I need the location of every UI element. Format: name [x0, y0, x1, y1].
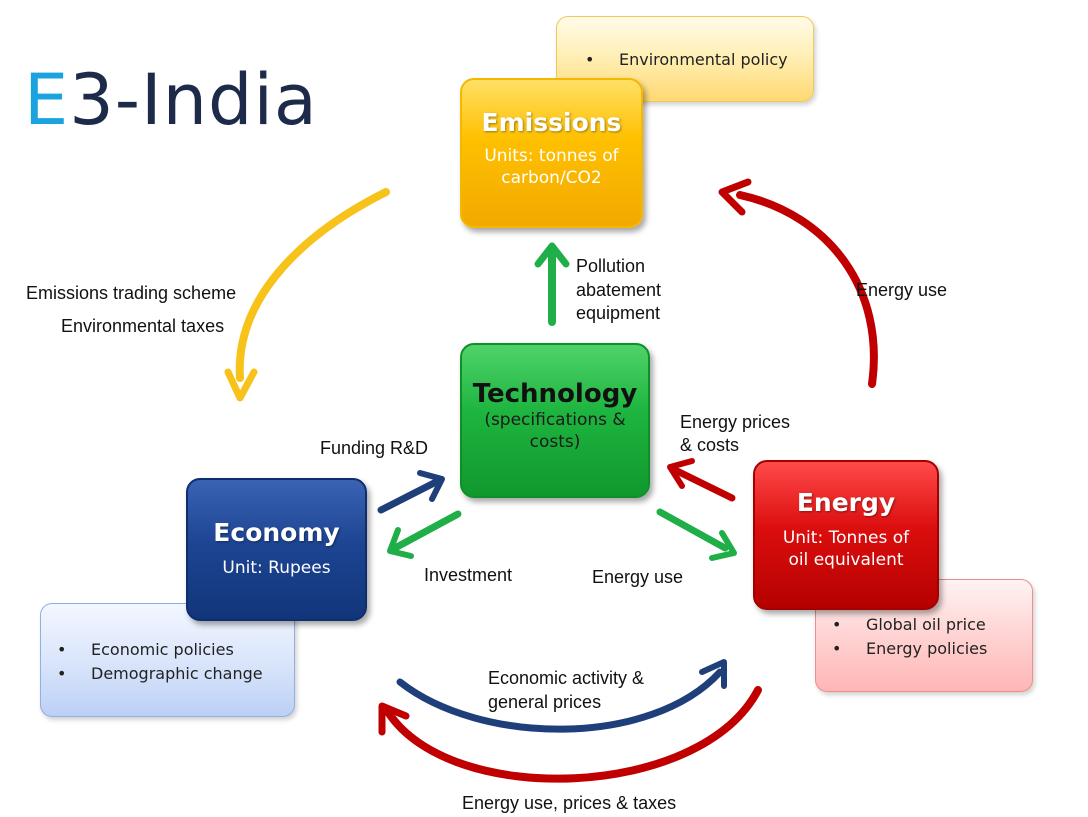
energy-unit-line2: oil equivalent: [788, 550, 904, 570]
label-energy-use-mid: Energy use: [592, 567, 684, 587]
label-pollution-2: abatement: [576, 280, 662, 300]
arrow-energy-to-economy: [384, 686, 762, 783]
emissions-title: Emissions: [481, 108, 622, 137]
technology-node: Technology (specifications & costs): [460, 343, 650, 498]
logo-rest: 3-India: [69, 59, 318, 141]
arrow-energy-to-emissions: [736, 191, 878, 388]
economy-node: Economy Unit: Rupees: [186, 478, 367, 621]
energy-unit-line1: Unit: Tonnes of: [782, 528, 910, 548]
emissions-unit-line2: carbon/CO2: [501, 168, 602, 188]
arrow-energy-to-technology: [671, 466, 736, 502]
label-funding-rd: Funding R&D: [320, 438, 429, 458]
label-energy-use-top: Energy use: [856, 280, 948, 300]
label-environmental-taxes: Environmental taxes: [61, 316, 225, 336]
arrowhead-energy-to-emissions: [718, 178, 752, 216]
label-investment: Investment: [424, 565, 513, 585]
label-pollution-1: Pollution: [576, 256, 646, 276]
label-economic-activity-2: general prices: [488, 692, 602, 712]
economy-unit: Unit: Rupees: [222, 558, 331, 578]
list-item: Demographic change: [57, 662, 294, 686]
arrow-emissions-to-economy: [235, 188, 390, 382]
label-economic-activity-1: Economic activity &: [488, 668, 645, 688]
logo-e: E: [24, 59, 70, 141]
label-energy-prices-1: Energy prices: [680, 412, 791, 432]
arrow-economy-to-technology: [377, 478, 440, 514]
list-item: Environmental policy: [585, 48, 813, 72]
label-energy-prices-2: & costs: [680, 435, 740, 455]
arrow-technology-to-economy: [391, 510, 462, 552]
arrowhead-technology-to-economy: [387, 527, 414, 559]
emissions-node: Emissions Units: tonnes of carbon/CO2: [460, 78, 643, 228]
arrowhead-technology-to-emissions: [534, 242, 570, 268]
economy-title: Economy: [213, 518, 340, 547]
arrowhead-economy-to-energy: [699, 659, 727, 689]
list-item: Economic policies: [57, 638, 294, 662]
list-item: Global oil price: [832, 613, 1032, 637]
technology-sub-line2: costs): [529, 432, 581, 452]
technology-title: Technology: [472, 379, 638, 409]
arrow-technology-to-energy: [656, 508, 729, 552]
arrowhead-energy-to-technology: [667, 458, 695, 489]
e3-india-logo: E3-India: [24, 60, 318, 140]
arrowhead-emissions-to-economy: [224, 368, 258, 402]
label-pollution-3: equipment: [576, 303, 661, 323]
energy-title: Energy: [796, 488, 896, 517]
arrow-economy-to-energy: [396, 668, 724, 733]
arrowhead-technology-to-energy: [709, 530, 737, 561]
arrowhead-economy-to-technology: [417, 470, 445, 502]
economy-policy-box: Economic policies Demographic change: [40, 603, 295, 717]
technology-sub-line1: (specifications &: [484, 410, 626, 430]
energy-node: Energy Unit: Tonnes of oil equivalent: [753, 460, 939, 610]
label-energy-use-bottom: Energy use, prices & taxes: [462, 793, 677, 813]
arrowhead-energy-to-economy: [378, 702, 410, 736]
emissions-unit-line1: Units: tonnes of: [484, 146, 619, 166]
list-item: Energy policies: [832, 637, 1032, 661]
label-emissions-trading: Emissions trading scheme: [26, 283, 237, 303]
